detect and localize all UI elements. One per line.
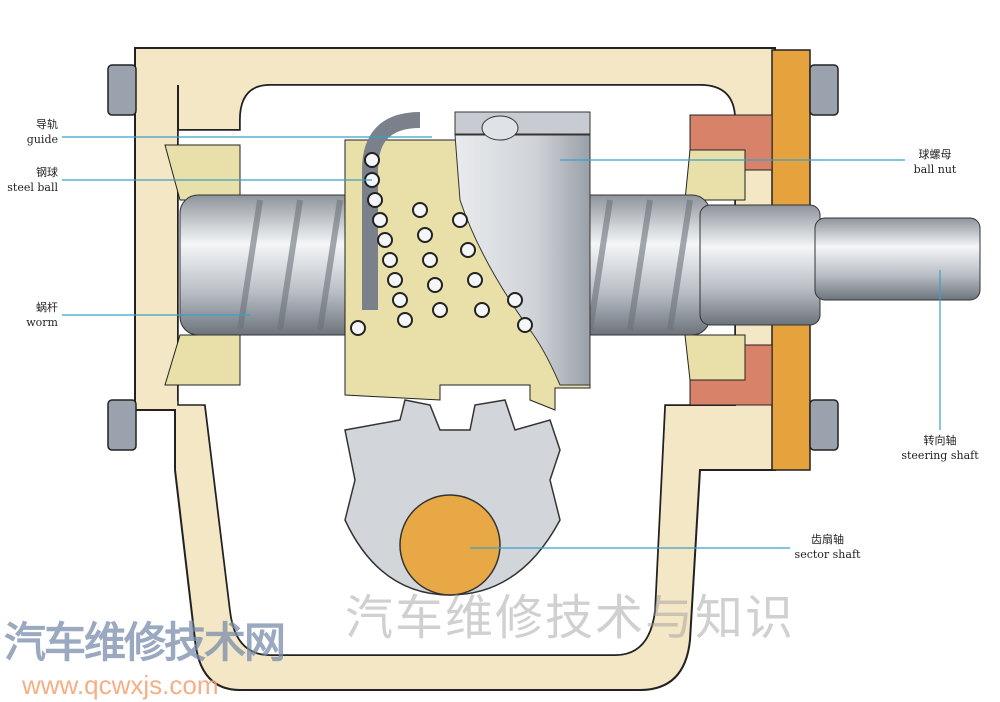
steel-balls <box>350 152 533 336</box>
label-guide-en: guide <box>26 133 58 146</box>
label-steering-shaft: 转向轴 steering shaft <box>895 433 985 463</box>
watermark-url: www.qcwxjs.com <box>22 670 219 700</box>
guide-cap <box>481 115 519 141</box>
label-steering-shaft-zh: 转向轴 <box>923 434 957 447</box>
bolt-icon <box>107 64 137 116</box>
guide-clamp <box>454 111 591 135</box>
worm-threads <box>237 199 693 331</box>
label-steel-ball: 钢球 steel ball <box>0 165 58 195</box>
label-sector-shaft: 齿扇轴 sector shaft <box>790 532 865 562</box>
bolt-icon <box>809 399 839 451</box>
label-ball-nut-zh: 球螺母 <box>918 148 952 161</box>
label-worm: 蜗杆 worm <box>10 300 58 330</box>
sector-shaft <box>399 494 501 596</box>
bolt-icon <box>107 399 137 451</box>
label-sector-shaft-zh: 齿扇轴 <box>811 533 844 546</box>
label-ball-nut-en: ball nut <box>913 163 957 176</box>
watermark-title: 汽车维修技术与知识 <box>345 590 796 646</box>
label-worm-zh: 蜗杆 <box>36 301 58 314</box>
label-guide: 导轨 guide <box>10 117 58 147</box>
watermark-site-name: 汽车维修技术网 <box>4 618 286 667</box>
bearing-right-top <box>684 149 746 201</box>
steering-shaft <box>699 204 821 326</box>
label-guide-zh: 导轨 <box>36 118 58 131</box>
label-steel-ball-en: steel ball <box>7 181 58 194</box>
label-steel-ball-zh: 钢球 <box>36 166 58 179</box>
ball-guide <box>362 112 421 310</box>
label-worm-en: worm <box>26 316 58 329</box>
label-ball-nut: 球螺母 ball nut <box>905 147 965 177</box>
label-steering-shaft-en: steering shaft <box>901 449 979 462</box>
steering-shaft-end <box>814 217 981 301</box>
bearing-right-bottom <box>684 334 746 381</box>
label-sector-shaft-en: sector shaft <box>794 548 861 561</box>
bolt-icon <box>809 64 839 116</box>
